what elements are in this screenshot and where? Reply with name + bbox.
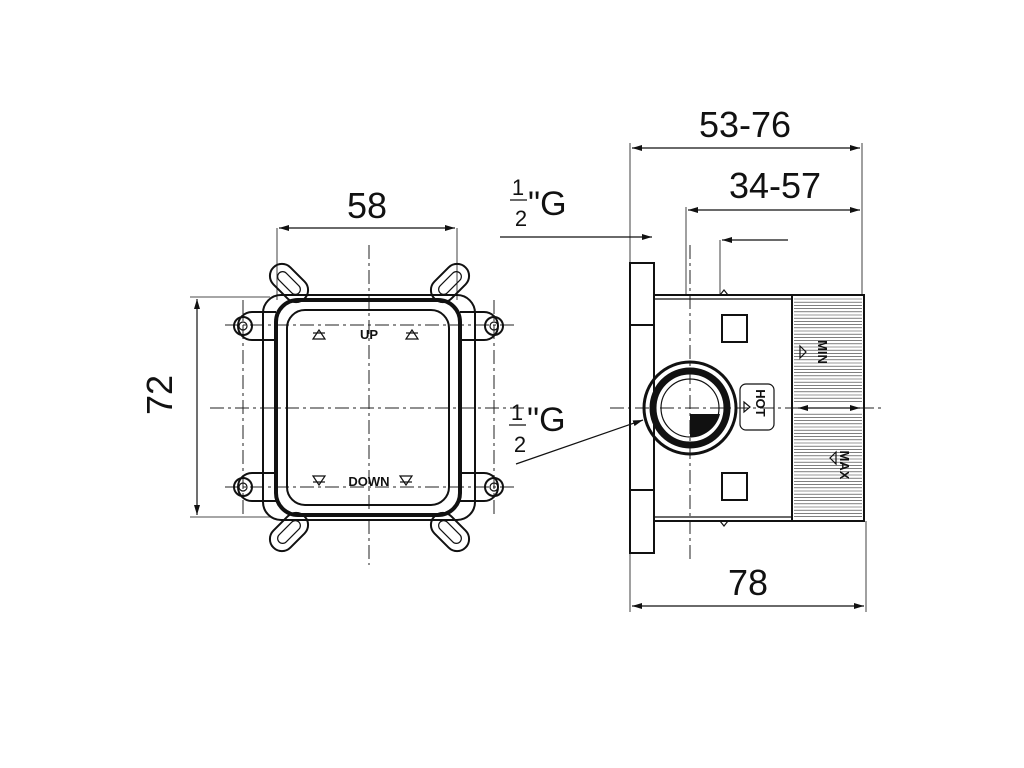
min-marker: MIN [799,340,830,364]
down-arrow-left-icon [311,475,327,487]
label-hot: HOT [753,389,768,417]
label-down: DOWN [348,474,389,489]
dimension-height-label: 72 [139,375,180,415]
flange-top-lug [629,262,655,326]
dimension-total-depth: 78 [632,562,864,609]
side-view: HOT MIN MAX 53-76 [500,104,885,612]
dimension-total-depth-label: 78 [728,562,768,603]
inlet-port [642,360,738,456]
svg-text:2: 2 [515,206,527,231]
dimension-outer-range: 53-76 [632,104,860,151]
front-view: UP DOWN 58 72 1 2 "G [139,185,644,565]
threaded-sleeve [791,294,865,522]
up-arrow-left-icon [311,328,327,340]
max-marker: MAX [829,450,852,480]
hot-arrow-icon [743,400,751,414]
slot-lug-bottom-left [268,511,310,553]
svg-text:"G: "G [528,185,567,223]
flange-bottom-lug [629,489,655,554]
svg-text:1: 1 [511,400,523,425]
dimension-width: 58 [276,185,458,300]
thread-callout-top: 1 2 "G [500,175,652,240]
down-arrow-right-icon [398,475,414,487]
dimension-inner-range: 34-57 [688,165,860,213]
svg-text:2: 2 [514,432,526,457]
slot-lug-top-right [429,262,471,304]
top-notch [719,289,729,296]
mounting-tab-bottom-right [460,472,504,502]
bottom-notch [719,520,729,527]
label-max: MAX [837,451,852,480]
mounting-tab-top-left [233,311,276,341]
label-min: MIN [815,340,830,364]
dimension-inner-range-label: 34-57 [729,165,821,206]
slot-lug-bottom-right [429,511,471,553]
up-arrow-right-icon [404,328,420,340]
hot-badge: HOT [739,383,775,431]
dimension-width-label: 58 [347,185,387,226]
min-arrow-icon [799,344,807,360]
mounting-tab-bottom-left [233,472,276,502]
svg-text:1: 1 [512,175,524,200]
window-top [721,314,748,343]
thread-pattern [794,298,862,517]
mounting-tab-top-right [460,311,504,341]
thread-callout-middle: 1 2 "G [509,400,644,465]
housing-body [274,298,462,517]
label-up: UP [360,327,378,342]
max-arrow-icon [829,450,837,466]
dimension-height: 72 [139,296,270,518]
housing-inner-frame [286,309,450,506]
svg-text:"G: "G [527,401,566,439]
window-bottom [721,472,748,501]
housing-outer [262,294,476,521]
dimension-outer-range-label: 53-76 [699,104,791,145]
